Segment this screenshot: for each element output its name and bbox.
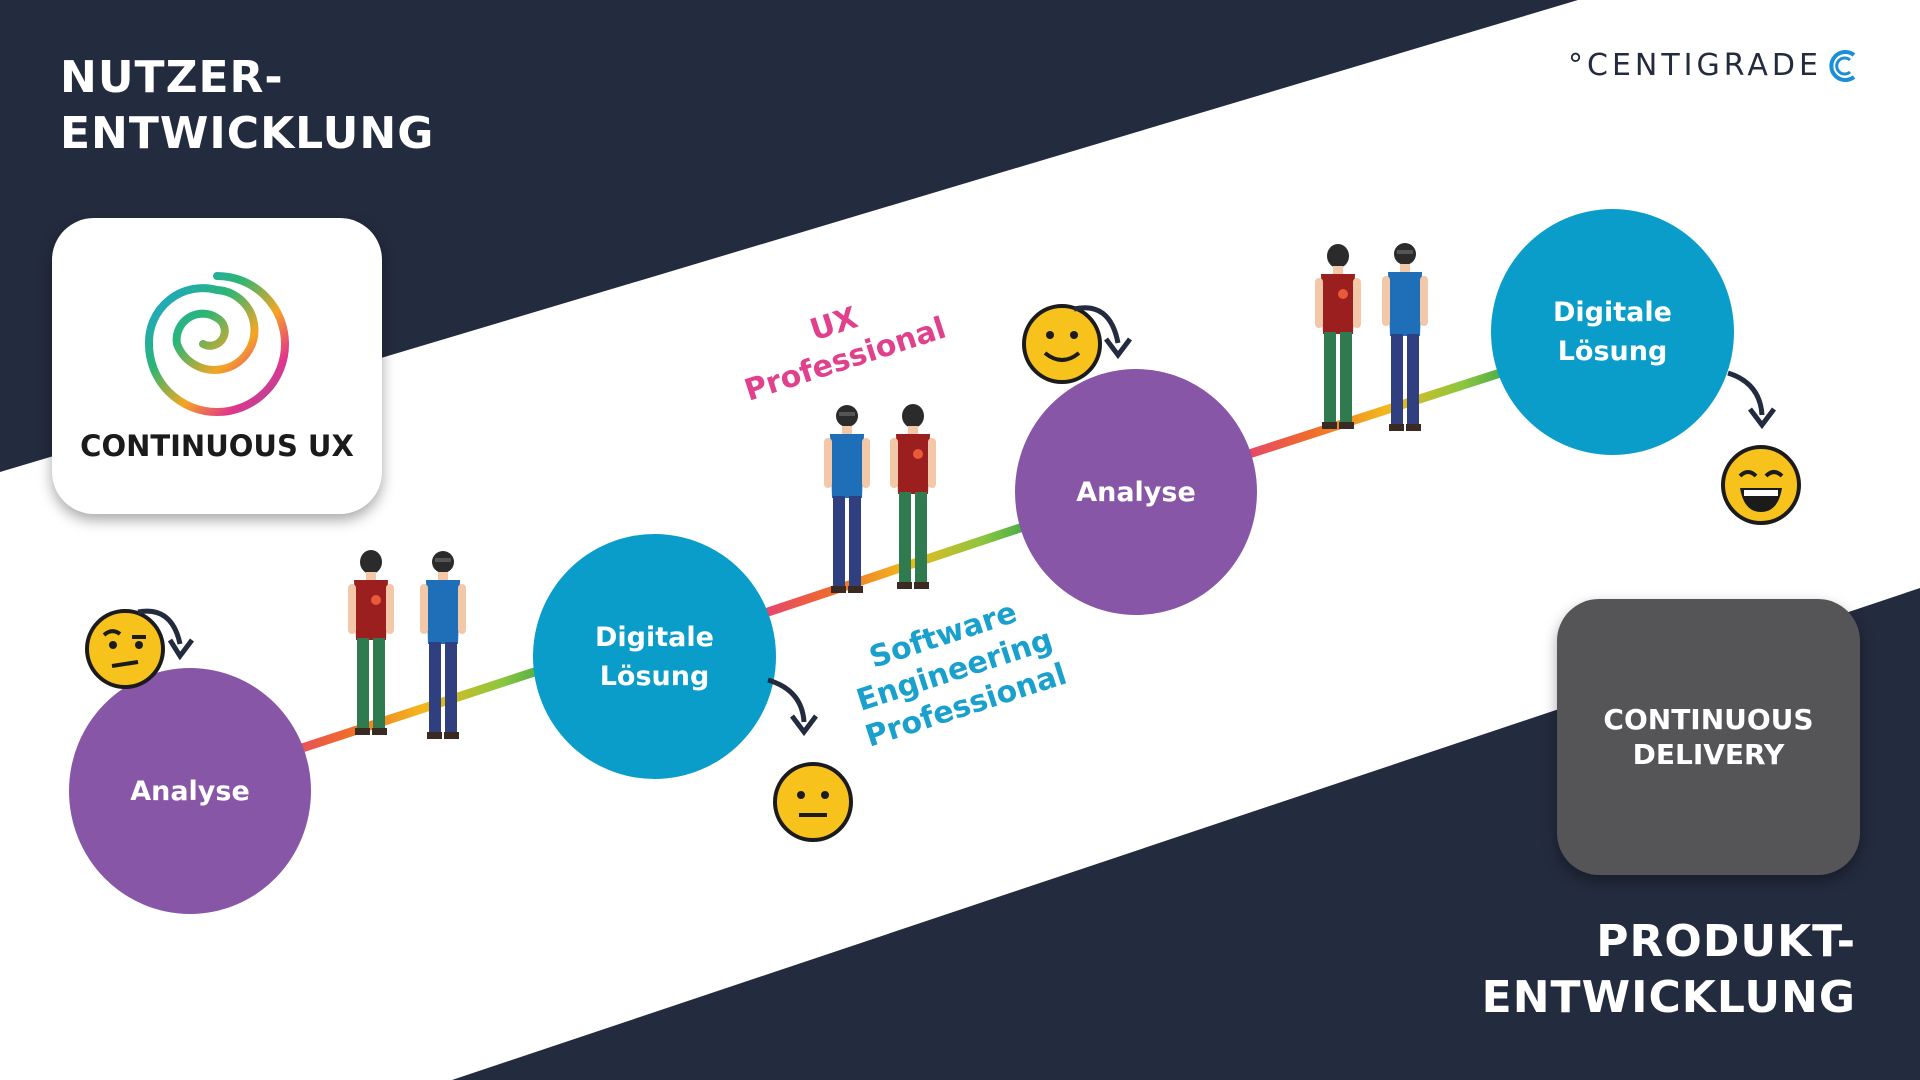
brand-mark-icon: [1829, 49, 1856, 82]
grinning-face-icon: [1721, 445, 1801, 525]
continuous-ux-label: CONTINUOUS UX: [80, 429, 354, 463]
person-blue-shirt-icon: [1382, 243, 1428, 431]
node-loesung-2-line-2: Lösung: [1557, 336, 1668, 367]
curved-arrow-icon: [1073, 305, 1132, 360]
slight-smile-face-icon: [1022, 304, 1102, 384]
neutral-face-icon: [773, 762, 853, 842]
title-bottom-line-1: PRODUKT-: [1596, 916, 1856, 967]
curved-arrow-icon: [137, 608, 194, 661]
node-analyse-1-label: Analyse: [130, 775, 250, 807]
title-top-line-1: NUTZER-: [60, 52, 284, 103]
node-loesung-1-line-2: Lösung: [599, 660, 710, 692]
curved-arrow-icon: [767, 677, 818, 737]
continuous-delivery-line-2: DELIVERY: [1632, 738, 1785, 771]
continuous-ux-card: CONTINUOUS UX: [52, 218, 382, 514]
continuous-delivery-card: CONTINUOUS DELIVERY: [1557, 599, 1860, 875]
node-loesung-2-line-1: Digitale: [1553, 297, 1672, 328]
person-red-shirt-icon: [348, 550, 394, 735]
node-digitale-loesung-1: Digitale Lösung: [533, 534, 776, 779]
curved-arrow-icon: [1727, 370, 1776, 430]
title-nutzerentwicklung: NUTZER- ENTWICKLUNG: [60, 50, 434, 162]
person-red-shirt-icon: [1315, 244, 1361, 429]
node-analyse-2: Analyse: [1015, 369, 1257, 615]
node-digitale-loesung-2: Digitale Lösung: [1491, 209, 1734, 455]
spiral-logo-icon: [144, 272, 289, 416]
person-blue-shirt-icon: [824, 405, 870, 593]
continuous-delivery-label: CONTINUOUS DELIVERY: [1603, 702, 1813, 772]
node-loesung-1-line-1: Digitale: [595, 621, 714, 653]
brand-name: °CENTIGRADE: [1568, 48, 1822, 83]
node-analyse-1: Analyse: [69, 668, 311, 914]
continuous-delivery-line-1: CONTINUOUS: [1603, 703, 1814, 736]
raised-eyebrow-face-icon: [85, 609, 165, 689]
brand-logo: °CENTIGRADE: [1568, 48, 1860, 83]
person-red-shirt-icon: [890, 404, 936, 589]
title-top-line-2: ENTWICKLUNG: [60, 108, 435, 159]
title-produktentwicklung: PRODUKT- ENTWICKLUNG: [1482, 914, 1856, 1026]
title-bottom-line-2: ENTWICKLUNG: [1481, 972, 1856, 1023]
person-blue-shirt-icon: [420, 551, 466, 739]
node-analyse-2-label: Analyse: [1076, 476, 1196, 508]
